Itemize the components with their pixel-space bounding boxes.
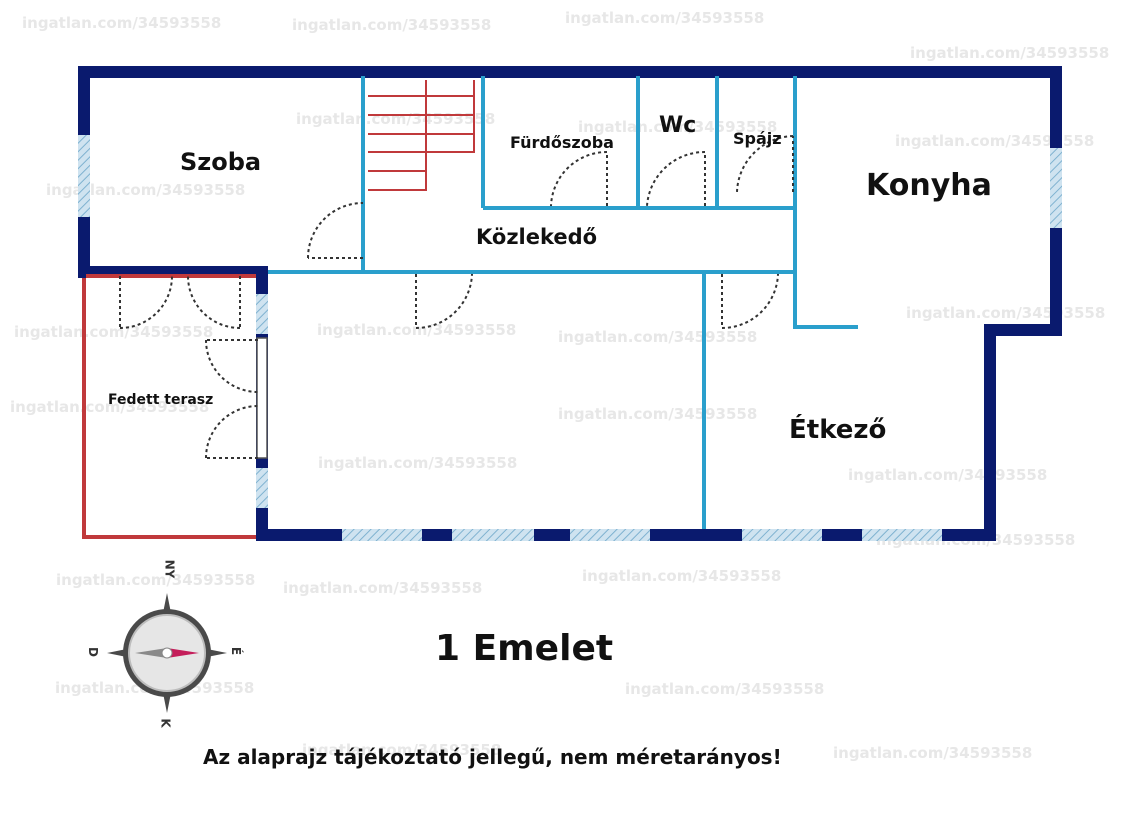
- compass-north-label: NY: [162, 559, 177, 579]
- watermark: ingatlan.com/34593558: [578, 118, 778, 136]
- door-szoba: [307, 202, 364, 259]
- compass-hub: [161, 647, 173, 659]
- compass-needle-west: [135, 648, 167, 658]
- room-label-kozlekedo: Közlekedő: [476, 225, 598, 249]
- watermark: ingatlan.com/34593558: [292, 16, 492, 34]
- watermark: ingatlan.com/34593558: [46, 181, 246, 199]
- doors: [119, 135, 794, 459]
- terrace-outline: [82, 274, 256, 539]
- watermark: ingatlan.com/34593558: [318, 454, 518, 472]
- watermark: ingatlan.com/34593558: [910, 44, 1110, 62]
- door-spajz: [736, 135, 794, 193]
- window: [742, 529, 822, 541]
- door-terrace-right: [187, 275, 241, 329]
- room-label-spajz: Spájz: [733, 129, 782, 148]
- watermark: ingatlan.com/34593558: [56, 571, 256, 589]
- window: [452, 529, 534, 541]
- room-label-szoba: Szoba: [180, 148, 262, 176]
- door-living: [415, 273, 473, 329]
- room-label-fedett-terasz: Fedett terasz: [108, 392, 214, 408]
- watermark: ingatlan.com/34593558: [565, 9, 765, 27]
- watermark: ingatlan.com/34593558: [558, 328, 758, 346]
- watermark: ingatlan.com/34593558: [10, 398, 210, 416]
- floor-title: 1 Emelet: [435, 628, 614, 669]
- watermark: ingatlan.com/34593558: [302, 741, 502, 759]
- watermark: ingatlan.com/34593558: [625, 680, 825, 698]
- staircase: [368, 80, 475, 191]
- room-label-wc: Wc: [659, 113, 697, 138]
- compass: [107, 593, 227, 713]
- watermark: ingatlan.com/34593558: [558, 405, 758, 423]
- room-label-etkezo: Étkező: [789, 415, 887, 445]
- terrace-wall: [82, 278, 256, 539]
- room-label-konyha: Konyha: [866, 168, 992, 203]
- door-etkezo: [721, 273, 779, 329]
- window: [256, 294, 268, 334]
- window: [78, 135, 90, 217]
- compass-needle-east: [167, 648, 199, 658]
- inner-walls: [268, 76, 858, 529]
- terrace-door-frame: [256, 337, 268, 459]
- window: [1050, 148, 1062, 228]
- window: [342, 529, 422, 541]
- window: [570, 529, 650, 541]
- door-terrace-glass-bottom: [205, 405, 259, 459]
- compass-south-label: K: [158, 718, 173, 728]
- watermark: ingatlan.com/34593558: [14, 323, 214, 341]
- window: [256, 468, 268, 508]
- watermark: ingatlan.com/34593558: [283, 579, 483, 597]
- disclaimer-text: Az alaprajz tájékoztató jellegű, nem mér…: [203, 745, 782, 769]
- compass-east-label: É: [229, 646, 244, 656]
- watermark: ingatlan.com/34593558: [582, 567, 782, 585]
- door-wc: [646, 150, 706, 207]
- windows: [78, 135, 1062, 541]
- room-label-furdoszoba: Fürdőszoba: [510, 133, 614, 152]
- watermark: ingatlan.com/34593558: [833, 744, 1033, 762]
- watermark: ingatlan.com/34593558: [848, 466, 1048, 484]
- door-terrace-glass-top: [205, 339, 259, 393]
- window: [862, 529, 942, 541]
- watermark: ingatlan.com/34593558: [317, 321, 517, 339]
- door-terrace-left: [119, 275, 173, 329]
- compass-west-label: D: [85, 647, 100, 657]
- watermark: ingatlan.com/34593558: [22, 14, 222, 32]
- door-furdoszoba: [550, 151, 608, 207]
- watermark: ingatlan.com/34593558: [895, 132, 1095, 150]
